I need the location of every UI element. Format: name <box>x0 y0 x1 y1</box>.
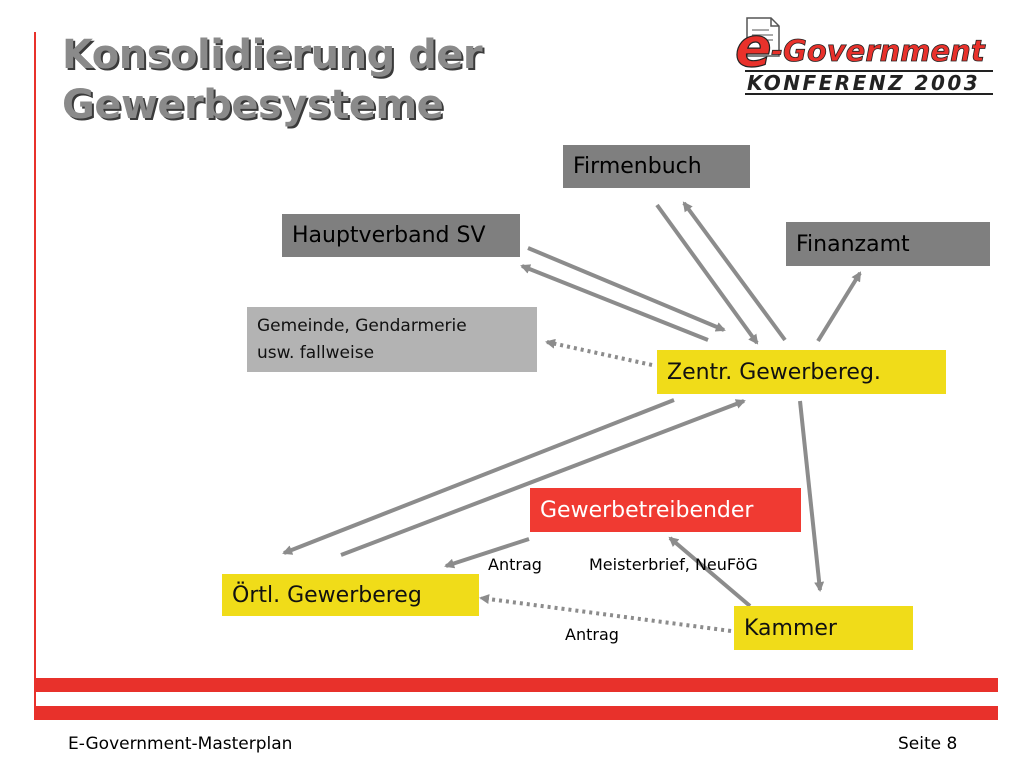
node-gemeinde-line-1: Gemeinde, Gendarmerie <box>257 316 467 336</box>
arrow-hauptverband-to-zentral <box>527 246 726 332</box>
edge-label-antrag-upper: Antrag <box>488 555 542 574</box>
slide-title-line-1: Konsolidierung der <box>62 32 483 78</box>
node-firmenbuch-label: Firmenbuch <box>573 154 702 179</box>
node-hauptverband-sv: Hauptverband SV <box>282 214 520 257</box>
arrow-zentral-to-hauptverband <box>520 264 709 342</box>
e-government-logo: e -Government KONFERENZ 2003 <box>735 16 993 95</box>
arrow-zentral-to-gemeinde <box>545 338 653 367</box>
node-finanzamt: Finanzamt <box>786 222 990 266</box>
document-icon <box>746 17 780 57</box>
arrow-zentral-to-finanzamt <box>816 271 862 343</box>
arrow-firmenbuch-to-zentral <box>655 203 759 345</box>
node-finanzamt-label: Finanzamt <box>796 231 910 257</box>
logo-brand-word: -Government <box>771 34 986 68</box>
arrow-zentral-to-kammer <box>798 400 825 592</box>
arrow-zentral-to-oertl <box>282 398 675 555</box>
node-zentrales-gewerberegister-label: Zentr. Gewerbereg. <box>667 359 881 385</box>
node-kammer: Kammer <box>734 606 913 650</box>
slide-title-line-2: Gewerbesysteme <box>62 82 444 128</box>
left-accent-rule <box>34 32 36 720</box>
node-firmenbuch: Firmenbuch <box>563 145 750 188</box>
node-gemeinde-line-2: usw. fallweise <box>257 343 375 363</box>
arrow-kammer-to-gewerbetreibender <box>668 536 752 608</box>
arrow-gewerbetreibender-to-oertl <box>444 537 530 569</box>
footer-band-upper <box>36 678 998 692</box>
node-oertliches-gewerberegister-label: Örtl. Gewerbereg <box>232 582 422 608</box>
arrow-oertl-to-zentral <box>340 399 746 557</box>
arrow-kammer-to-oertl <box>479 594 732 633</box>
node-kammer-label: Kammer <box>744 615 837 641</box>
slide-title: Konsolidierung der Gewerbesysteme <box>62 30 483 130</box>
node-gemeinde-gendarmerie: Gemeinde, Gendarmerie usw. fallweise <box>247 307 537 372</box>
node-oertliches-gewerberegister: Örtl. Gewerbereg <box>222 574 479 616</box>
footer-page-number: Seite 8 <box>898 734 958 754</box>
arrow-zentral-to-firmenbuch <box>682 201 787 342</box>
logo-brand-letter: e <box>735 16 772 79</box>
node-zentrales-gewerberegister: Zentr. Gewerbereg. <box>657 350 946 394</box>
node-hauptverband-sv-label: Hauptverband SV <box>292 223 486 248</box>
footer-left-text: E-Government-Masterplan <box>68 734 293 754</box>
node-gewerbetreibender-label: Gewerbetreibender <box>540 497 754 523</box>
edge-label-meisterbrief: Meisterbrief, NeuFöG <box>589 555 758 574</box>
edge-label-antrag-lower: Antrag <box>565 625 619 644</box>
node-gewerbetreibender: Gewerbetreibender <box>530 488 801 532</box>
footer-band-lower <box>36 706 998 720</box>
logo-subtitle: KONFERENZ 2003 <box>747 71 980 95</box>
